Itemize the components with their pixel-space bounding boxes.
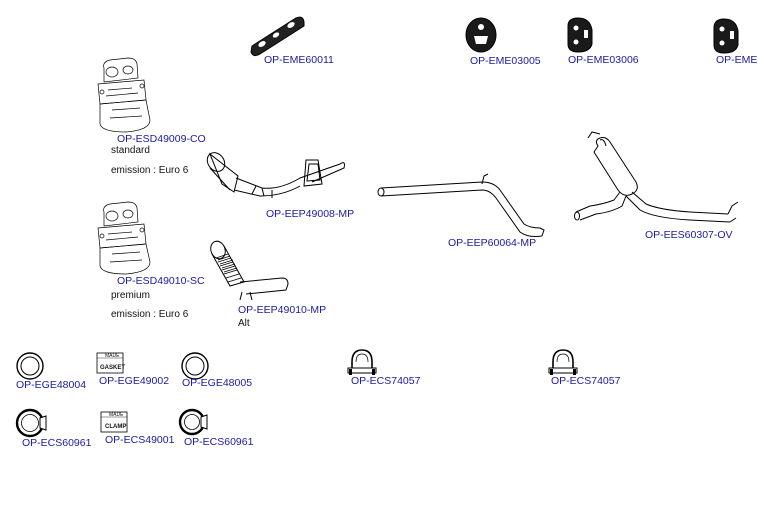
dpf1-variant: standard xyxy=(111,145,150,156)
band-clamp-icon[interactable] xyxy=(15,408,47,438)
part-code-esd49009[interactable]: OP-ESD49009-CO xyxy=(117,133,206,145)
gasket-ring-icon[interactable] xyxy=(181,352,209,380)
part-code-ecs49001[interactable]: OP-ECS49001 xyxy=(105,434,175,446)
u-clamp-icon[interactable] xyxy=(347,349,377,375)
clamp-pack-icon[interactable]: MADE CLAMP xyxy=(100,411,128,433)
rubber-mount-icon[interactable] xyxy=(713,18,739,54)
part-code-eep49010[interactable]: OP-EEP49010-MP xyxy=(238,304,326,316)
part-code-ege48004[interactable]: OP-EGE48004 xyxy=(16,379,86,391)
part-code-eme03005[interactable]: OP-EME03005 xyxy=(470,55,541,67)
gasket-ring-icon[interactable] xyxy=(16,352,44,380)
part-code-ecs60961-b[interactable]: OP-ECS60961 xyxy=(184,436,254,448)
gasket-pack-brand: MADE xyxy=(105,353,120,359)
part-code-eep60064[interactable]: OP-EEP60064-MP xyxy=(448,237,536,249)
flexi-alt-note: Alt xyxy=(238,318,250,329)
part-code-ege48005[interactable]: OP-EGE48005 xyxy=(182,377,252,389)
part-code-ecs60961-a[interactable]: OP-ECS60961 xyxy=(22,437,92,449)
part-code-ees60307[interactable]: OP-EES60307-OV xyxy=(645,229,733,241)
dpf2-emission: emission : Euro 6 xyxy=(111,309,189,320)
hanger-strip-icon[interactable] xyxy=(250,16,305,57)
rubber-mount-icon[interactable] xyxy=(465,17,497,53)
dpf-unit-icon[interactable] xyxy=(97,201,151,275)
clamp-pack-brand: MADE xyxy=(109,412,124,418)
gasket-pack-icon[interactable]: MADE GASKET xyxy=(96,352,125,374)
part-code-ecs74057-a[interactable]: OP-ECS74057 xyxy=(351,375,421,387)
part-code-eme03006[interactable]: OP-EME03006 xyxy=(568,54,639,66)
dpf1-emission: emission : Euro 6 xyxy=(111,165,189,176)
part-code-ege49002[interactable]: OP-EGE49002 xyxy=(99,375,169,387)
gasket-pack-label: GASKET xyxy=(100,365,125,371)
clamp-pack-label: CLAMP xyxy=(105,424,126,430)
part-code-esd49010[interactable]: OP-ESD49010-SC xyxy=(117,275,205,287)
dpf-unit-icon[interactable] xyxy=(97,57,151,133)
front-pipe-icon[interactable] xyxy=(204,149,345,198)
rear-silencer-icon[interactable] xyxy=(574,131,739,223)
part-code-eme60011[interactable]: OP-EME60011 xyxy=(264,54,334,66)
band-clamp-icon[interactable] xyxy=(178,408,208,436)
flexi-pipe-icon[interactable] xyxy=(208,239,289,301)
part-code-eep49008[interactable]: OP-EEP49008-MP xyxy=(266,208,354,220)
u-clamp-icon[interactable] xyxy=(548,349,578,375)
rubber-mount-icon[interactable] xyxy=(567,17,593,53)
intermediate-pipe-icon[interactable] xyxy=(377,173,545,237)
part-code-eme-cut[interactable]: OP-EME( xyxy=(716,54,758,66)
dpf2-variant: premium xyxy=(111,290,150,301)
part-code-ecs74057-b[interactable]: OP-ECS74057 xyxy=(551,375,621,387)
